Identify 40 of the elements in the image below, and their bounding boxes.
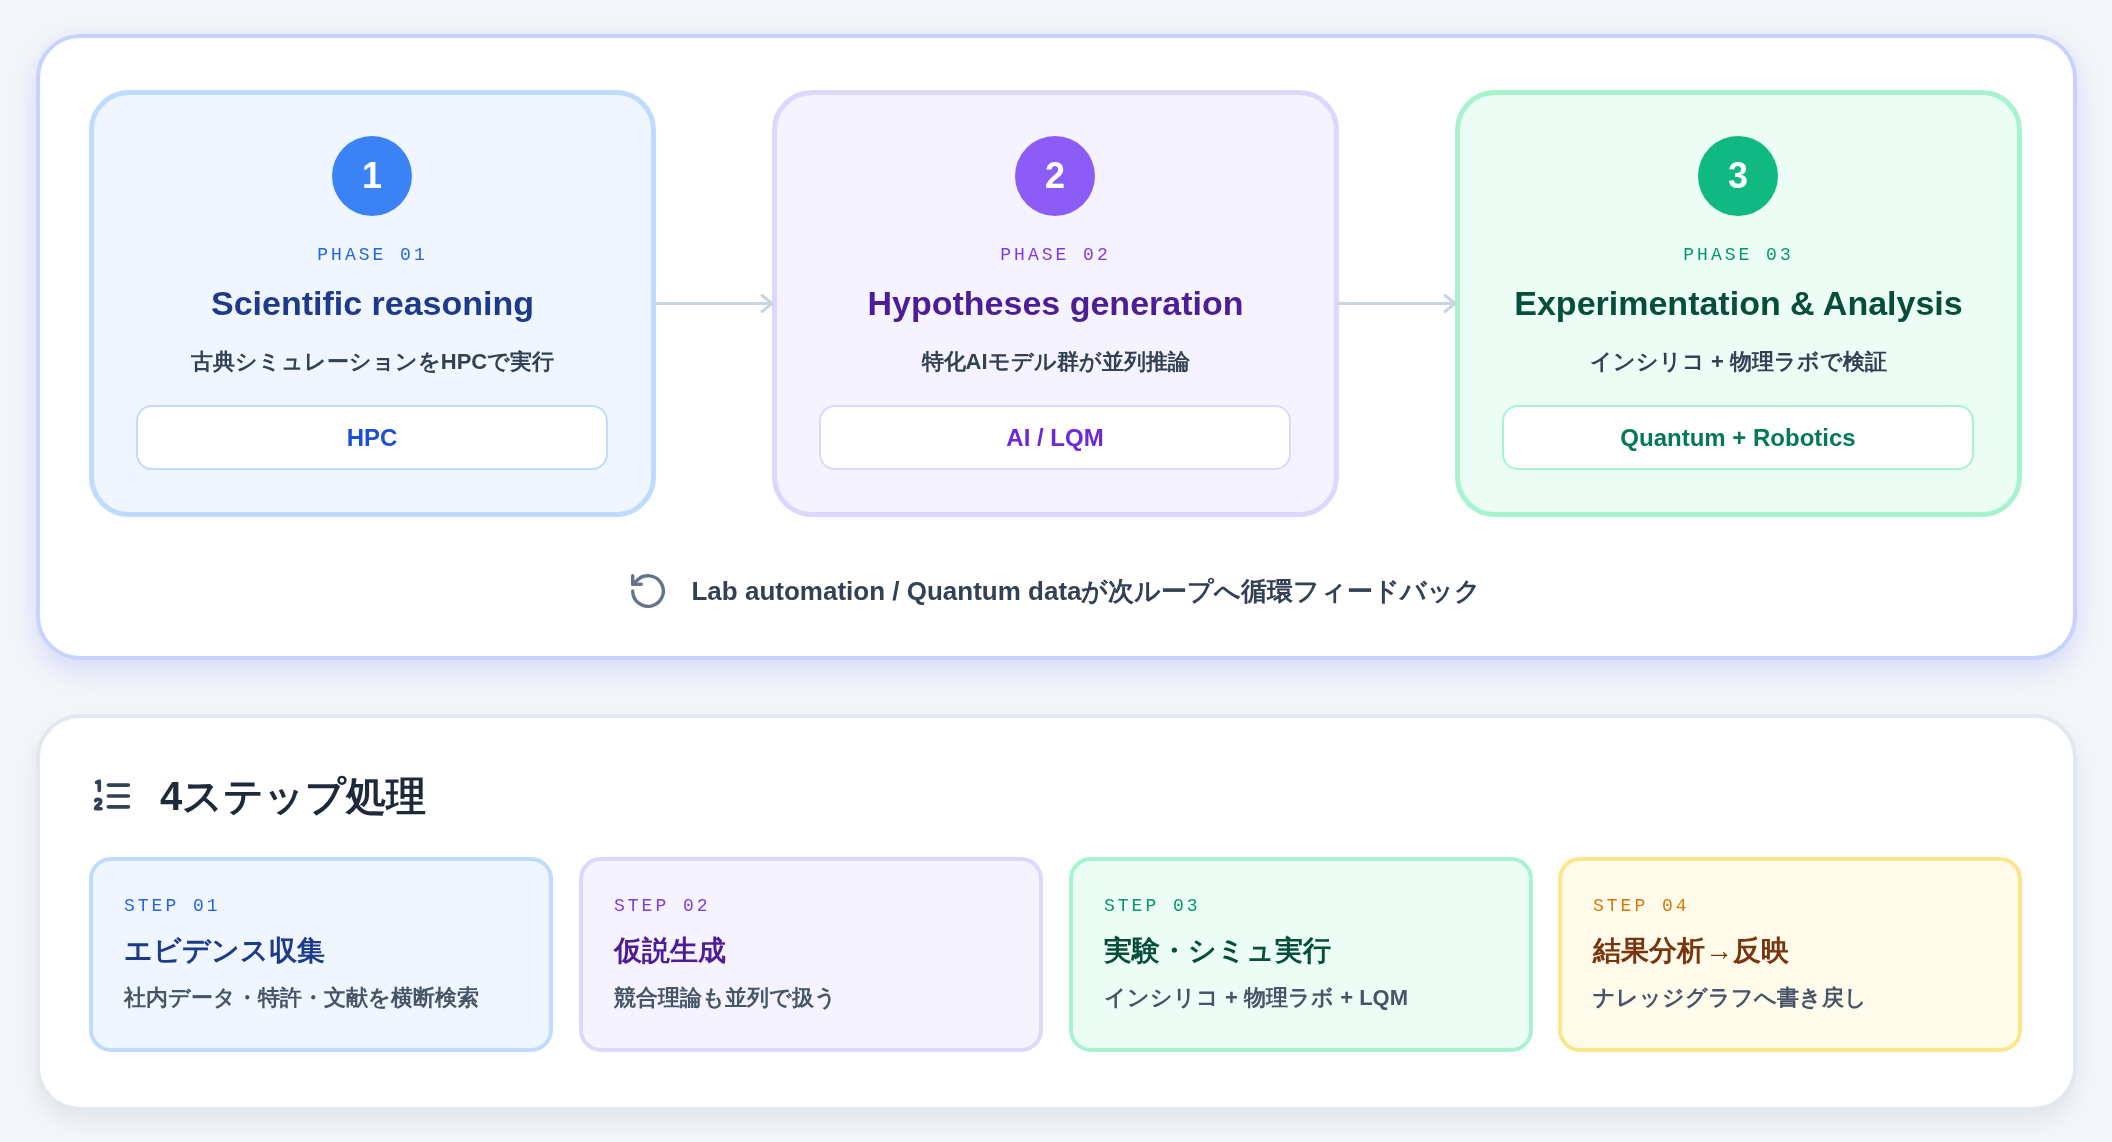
feedback-note: Lab automation / Quantum dataが次ループへ循環フィードバック	[691, 575, 1482, 608]
step-description: 社内データ・特許・文献を横断検索	[124, 984, 479, 1012]
phase-card	[89, 90, 656, 517]
section-heading: 4ステップ処理	[160, 773, 427, 820]
technology-tag: AI / LQM	[819, 405, 1291, 470]
step-title: エビデンス収集	[124, 934, 325, 968]
step-title: 実験・シミュ実行	[1104, 934, 1331, 968]
phase-label: PHASE 03	[1683, 244, 1794, 267]
phase-card	[1455, 90, 2022, 517]
phase-card	[772, 90, 1339, 517]
phase-label: PHASE 02	[1000, 244, 1111, 267]
number-circle: 1	[332, 136, 412, 216]
arrow	[654, 294, 774, 313]
step-card	[1558, 857, 2022, 1052]
step-title: 結果分析→反映	[1593, 934, 1789, 968]
phase-description: 古典シミュレーションをHPCで実行	[190, 348, 555, 376]
step-card	[89, 857, 553, 1052]
phase-label: PHASE 01	[317, 244, 428, 267]
step-description: ナレッジグラフへ書き戻し	[1593, 984, 1867, 1012]
step-description: 競合理論も並列で扱う	[614, 984, 837, 1012]
phase-description: インシリコ + 物理ラボで検証	[1589, 348, 1888, 376]
step-title: 仮説生成	[614, 934, 726, 968]
step-label: STEP 04	[1593, 895, 1690, 918]
phase-title: Experimentation & Analysis	[1514, 283, 1963, 324]
step-label: STEP 03	[1104, 895, 1201, 918]
arrow	[1337, 294, 1457, 313]
number-circle: 2	[1015, 136, 1095, 216]
step-card	[1069, 857, 1533, 1052]
panel	[36, 34, 2077, 660]
technology-tag: Quantum + Robotics	[1502, 405, 1974, 470]
panel	[36, 714, 2077, 1111]
step-description: インシリコ + 物理ラボ + LQM	[1104, 984, 1409, 1012]
step-label: STEP 02	[614, 895, 711, 918]
phase-title: Scientific reasoning	[210, 283, 535, 324]
phase-title: Hypotheses generation	[867, 283, 1244, 324]
number-circle: 3	[1698, 136, 1778, 216]
technology-tag: HPC	[136, 405, 608, 470]
phase-description: 特化AIモデル群が並列推論	[921, 348, 1190, 376]
step-card	[579, 857, 1043, 1052]
step-label: STEP 01	[124, 895, 221, 918]
